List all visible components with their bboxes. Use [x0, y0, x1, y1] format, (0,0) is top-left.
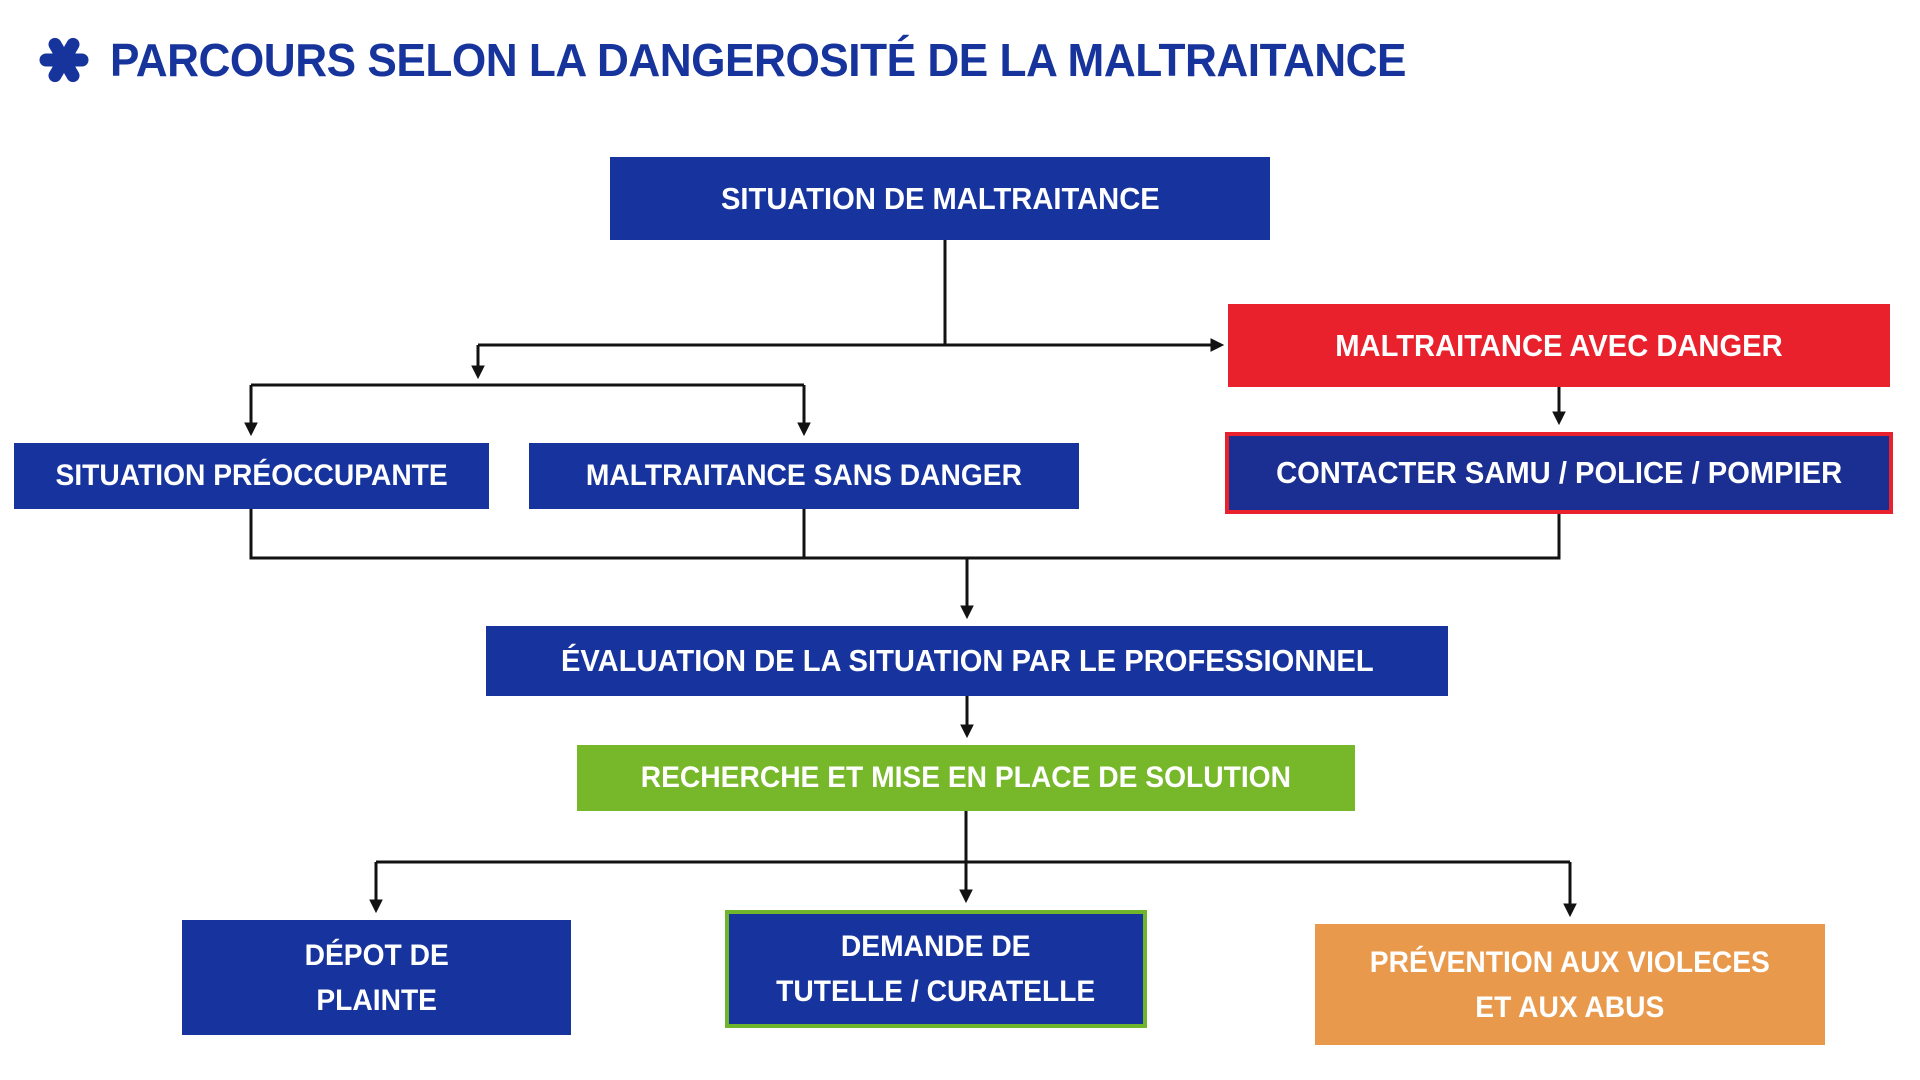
- asterisk-icon: [39, 37, 89, 83]
- node-demande-tutelle-curatelle: DEMANDE DE TUTELLE / CURATELLE: [725, 910, 1147, 1028]
- node-label-line-2: ET AUX ABUS: [1475, 990, 1665, 1024]
- node-prevention-violences-abus: PRÉVENTION AUX VIOLECES ET AUX ABUS: [1315, 924, 1825, 1045]
- node-label: DÉPOT DE PLAINTE: [304, 933, 448, 1023]
- node-label: ÉVALUATION DE LA SITUATION PAR LE PROFES…: [560, 643, 1374, 679]
- node-label-line-1: PRÉVENTION AUX VIOLECES: [1369, 945, 1771, 979]
- node-depot-de-plainte: DÉPOT DE PLAINTE: [182, 920, 571, 1035]
- page-title: PARCOURS SELON LA DANGEROSITÉ DE LA MALT…: [110, 34, 1407, 86]
- node-label: MALTRAITANCE AVEC DANGER: [1335, 327, 1783, 363]
- node-label: RECHERCHE ET MISE EN PLACE DE SOLUTION: [640, 760, 1292, 794]
- node-situation-de-maltraitance: SITUATION DE MALTRAITANCE: [610, 157, 1270, 240]
- node-label-line-1: DÉPOT DE: [304, 938, 449, 972]
- node-maltraitance-avec-danger: MALTRAITANCE AVEC DANGER: [1228, 304, 1890, 387]
- node-label: CONTACTER SAMU / POLICE / POMPIER: [1275, 455, 1843, 491]
- node-maltraitance-sans-danger: MALTRAITANCE SANS DANGER: [529, 443, 1079, 509]
- node-label: SITUATION PRÉOCCUPANTE: [55, 458, 448, 492]
- node-situation-preoccupante: SITUATION PRÉOCCUPANTE: [14, 443, 489, 509]
- node-label: SITUATION DE MALTRAITANCE: [720, 180, 1160, 216]
- node-evaluation-par-le-professionnel: ÉVALUATION DE LA SITUATION PAR LE PROFES…: [486, 626, 1448, 696]
- node-label: DEMANDE DE TUTELLE / CURATELLE: [776, 924, 1095, 1014]
- node-label-line-2: PLAINTE: [316, 983, 437, 1017]
- node-label-line-2: TUTELLE / CURATELLE: [776, 975, 1096, 1008]
- page-header: PARCOURS SELON LA DANGEROSITÉ DE LA MALT…: [38, 30, 1460, 90]
- node-recherche-solution: RECHERCHE ET MISE EN PLACE DE SOLUTION: [577, 745, 1355, 811]
- node-label-line-1: DEMANDE DE: [841, 930, 1031, 963]
- node-contacter-samu-police-pompier: CONTACTER SAMU / POLICE / POMPIER: [1225, 432, 1893, 514]
- node-label: MALTRAITANCE SANS DANGER: [585, 458, 1023, 492]
- node-label: PRÉVENTION AUX VIOLECES ET AUX ABUS: [1370, 940, 1770, 1030]
